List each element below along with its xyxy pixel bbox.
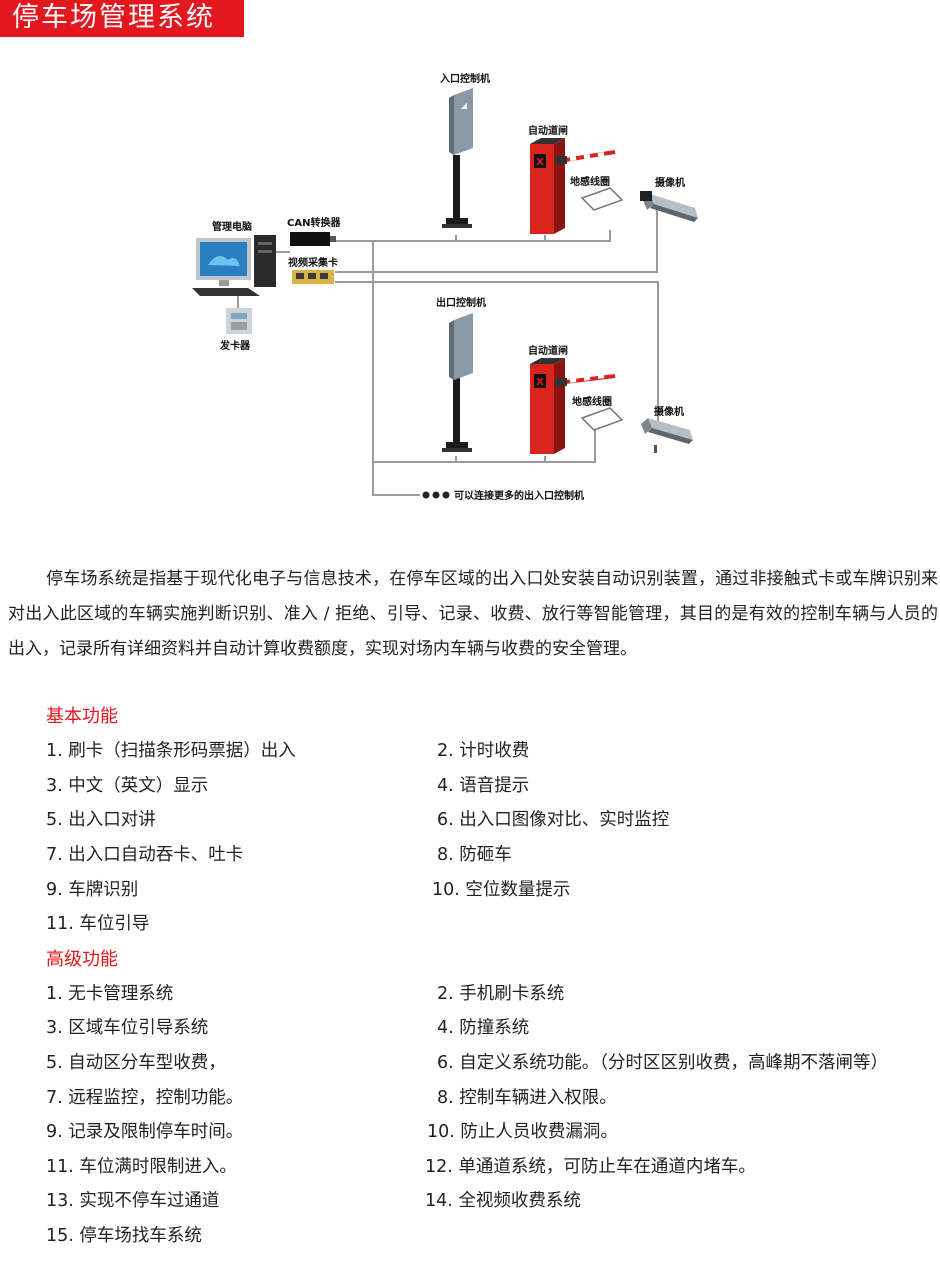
label-card-issuer: 发卡器 (219, 339, 251, 352)
title-banner: 停车场管理系统 (0, 0, 244, 37)
basic-feature-item: 11. 车位引导 (46, 914, 150, 934)
basic-feature-item: 3. 中文（英文）显示 (46, 776, 209, 796)
can-converter (290, 232, 336, 246)
label-video-capture: 视频采集卡 (288, 256, 338, 269)
svg-text:X: X (536, 157, 544, 168)
basic-feature-item: 10. 空位数量提示 (432, 880, 571, 900)
label-exit-controller: 出口控制机 (436, 296, 486, 309)
exit-camera (641, 418, 693, 453)
basic-feature-item: 5. 出入口对讲 (46, 810, 156, 830)
advanced-feature-item: 10. 防止人员收费漏洞。 (427, 1122, 618, 1142)
advanced-feature-item: 3. 区域车位引导系统 (46, 1018, 209, 1038)
exit-gate: X (530, 358, 616, 454)
svg-text:◢: ◢ (461, 101, 468, 110)
page-title: 停车场管理系统 (12, 2, 215, 33)
label-auto-gate-bottom: 自动道闸 (528, 344, 568, 357)
advanced-feature-item: 7. 远程监控，控制功能。 (46, 1088, 244, 1108)
label-camera-top: 摄像机 (655, 176, 685, 189)
advanced-feature-item: 4. 防撞系统 (437, 1018, 530, 1038)
entry-loop (580, 187, 624, 211)
entry-camera (640, 191, 698, 222)
label-camera-bottom: 摄像机 (654, 405, 684, 418)
more-dot (422, 491, 430, 499)
label-more-controllers: 可以连接更多的出入口控制机 (454, 489, 584, 502)
advanced-section-title: 高级功能 (46, 949, 118, 970)
label-auto-gate-top: 自动道闸 (528, 124, 568, 137)
basic-feature-item: 1. 刷卡（扫描条形码票据）出入 (46, 741, 296, 761)
advanced-feature-item: 5. 自动区分车型收费， (46, 1053, 226, 1073)
advanced-feature-item: 9. 记录及限制停车时间。 (46, 1122, 244, 1142)
system-diagram: ◢ X (192, 72, 698, 502)
label-can-converter: CAN转换器 (287, 216, 341, 229)
advanced-feature-item: 14. 全视频收费系统 (425, 1191, 581, 1211)
basic-feature-item: 9. 车牌识别 (46, 880, 139, 900)
advanced-feature-item: 12. 单通道系统，可防止车在通道内堵车。 (425, 1157, 756, 1177)
basic-feature-item: 6. 出入口图像对比、实时监控 (437, 810, 670, 830)
label-entry-controller: 入口控制机 (440, 72, 490, 85)
entry-gate: X (530, 138, 616, 234)
advanced-feature-item: 11. 车位满时限制进入。 (46, 1157, 237, 1177)
more-dot (442, 491, 450, 499)
more-dot (432, 491, 440, 499)
label-loop-top: 地感线圈 (570, 175, 610, 188)
basic-section-title: 基本功能 (46, 706, 118, 727)
entry-controller: ◢ (442, 88, 473, 228)
exit-controller (442, 313, 473, 452)
advanced-feature-item: 8. 控制车辆进入权限。 (437, 1088, 617, 1108)
label-management-pc: 管理电脑 (212, 220, 252, 233)
basic-feature-item: 2. 计时收费 (437, 741, 530, 761)
label-loop-bottom: 地感线圈 (572, 395, 612, 408)
intro-text: 停车场系统是指基于现代化电子与信息技术，在停车区域的出入口处安装自动识别装置，通… (8, 569, 938, 659)
basic-feature-item: 7. 出入口自动吞卡、吐卡 (46, 845, 244, 865)
advanced-feature-item: 2. 手机刷卡系统 (437, 984, 565, 1004)
advanced-feature-item: 1. 无卡管理系统 (46, 984, 174, 1004)
exit-loop (580, 407, 624, 431)
advanced-feature-item: 6. 自定义系统功能。（分时区区别收费，高峰期不落闸等） (437, 1053, 889, 1073)
intro-paragraph: 停车场系统是指基于现代化电子与信息技术，在停车区域的出入口处安装自动识别装置，通… (8, 562, 938, 667)
advanced-feature-item: 15. 停车场找车系统 (46, 1226, 202, 1246)
management-pc (192, 235, 276, 296)
basic-feature-item: 4. 语音提示 (437, 776, 530, 796)
svg-text:X: X (536, 377, 544, 388)
advanced-feature-item: 13. 实现不停车过通道 (46, 1191, 220, 1211)
video-capture-card (292, 270, 334, 284)
basic-feature-item: 8. 防砸车 (437, 845, 512, 865)
card-issuer (226, 308, 252, 334)
